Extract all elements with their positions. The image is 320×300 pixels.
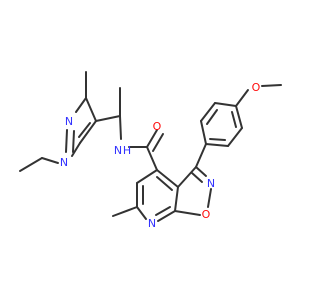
bond-ph-5-6 (227, 127, 243, 147)
bond-isox-c3-n (195, 166, 207, 177)
bond-carbonyl-o-double (152, 133, 164, 152)
bond-ethyl-ch2 (41, 157, 59, 164)
bond-py-c6-n7 (136, 206, 147, 220)
bond-ethyl-ch3 (19, 157, 43, 172)
bond-py-c3a-c4 (156, 169, 179, 188)
atom-o-methoxy: O (252, 81, 261, 94)
bond-ph-6-1-double (209, 138, 226, 141)
atom-h-amide: H (123, 144, 131, 157)
bond-o-ch3 (261, 84, 282, 87)
bond-isox-c3-n-double (191, 172, 203, 183)
bond-py-methyl (112, 206, 138, 217)
bond-py-c4-c5 (136, 169, 158, 184)
bond-pz-c3-c4 (85, 97, 97, 122)
molecule-structure: N N N H O N O N O (19, 71, 282, 230)
bond-isox-n-o (207, 188, 212, 208)
bond-pz-n2-c3 (75, 97, 87, 113)
atom-n-pyrazole-2: N (65, 115, 73, 128)
bond-ph-2-3 (200, 102, 216, 122)
bond-isox-c3a-c3 (177, 166, 197, 188)
atom-o-carbonyl: O (153, 120, 162, 133)
bond-isox-c3-phenyl (195, 143, 207, 168)
atom-labels: N N N H O N O N O (60, 81, 261, 230)
bond-pz-c4-c5 (79, 120, 97, 144)
bond-pz-chiral (95, 115, 121, 122)
bond-ph-4-5-double (231, 111, 237, 128)
atom-n-amide: N (114, 144, 122, 157)
bond-ph-2-3-double (206, 109, 218, 125)
bonds (19, 71, 282, 222)
bond-ph-o (235, 89, 249, 107)
bond-carbonyl-c4 (146, 146, 158, 171)
bond-py-c7a-c3a (174, 186, 179, 212)
atom-o-isoxazole: O (202, 208, 211, 221)
bond-py-n7-c7a-double (155, 206, 171, 216)
bond-ph-1-2 (200, 120, 207, 145)
bond-pz-n1-n2-double (72, 130, 75, 153)
bond-pz-c4-c5-double (78, 122, 91, 138)
bond-py-c3a-c4-double (156, 176, 173, 191)
bond-ph-6-1 (205, 143, 229, 147)
atom-n-isoxazole: N (207, 177, 215, 190)
atom-n-pyridine: N (148, 217, 156, 230)
bond-py-n7-c7a (157, 210, 176, 222)
atom-n-pyrazole-1: N (60, 156, 68, 169)
bond-pz-c5-n1 (71, 142, 81, 157)
bond-ph-4-5 (235, 105, 243, 129)
bond-ph-3-4 (214, 102, 237, 107)
bond-pz-n1-n2 (65, 129, 68, 153)
bond-chiral-nh (119, 115, 122, 140)
bond-carbonyl-o (146, 129, 158, 148)
bond-isox-o-c7a (174, 210, 201, 216)
